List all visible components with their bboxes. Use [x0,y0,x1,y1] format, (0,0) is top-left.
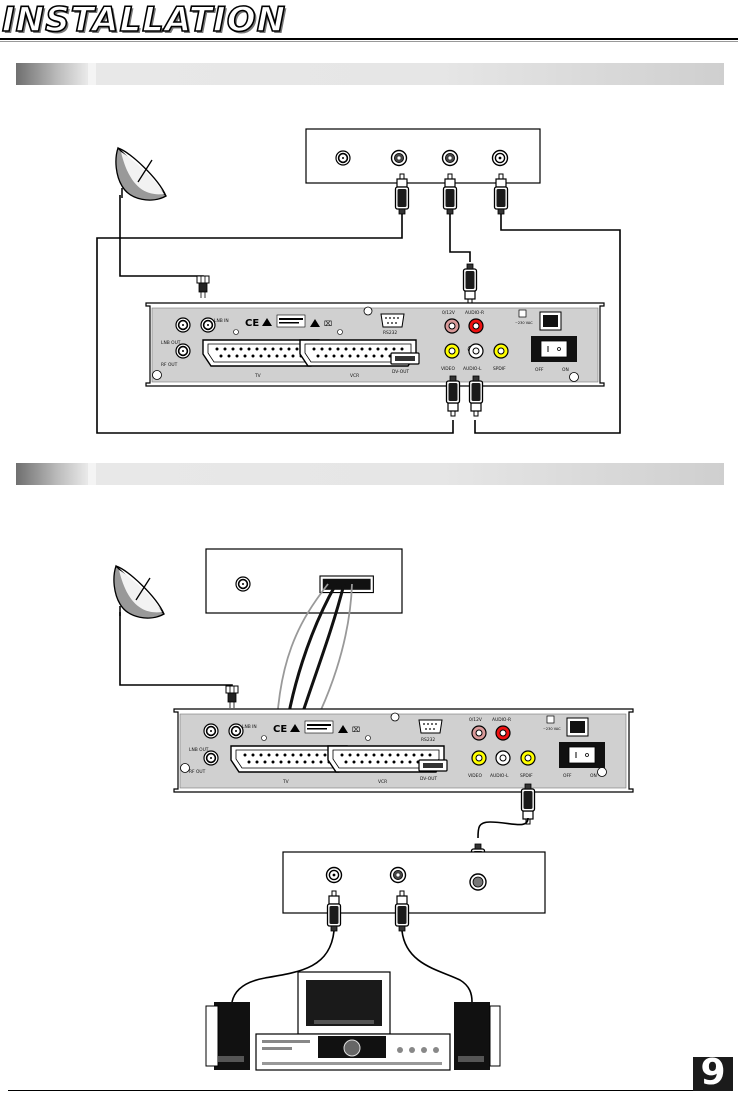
svg-text:~230 VAC: ~230 VAC [515,321,533,325]
lbl2-video: VIDEO [468,773,482,779]
lbl-o12v: 0/12V [442,310,455,316]
lbl2-o12v: 0/12V [469,717,482,723]
lbl-spdif: SPDIF [493,366,506,372]
lbl2-audio-r: AUDIO-R [492,717,511,723]
amp-audio-l-socket [327,868,342,883]
tv-audio-r-socket [493,151,508,166]
lbl-tv: TV [254,373,261,379]
lbl2-dv-out: DV-OUT [420,776,437,782]
receiver-rear-panel-1: LNB IN LNB OUT RF OUT CE ⌧ TV VCR RS232 … [146,303,604,386]
cables-2 [120,612,232,693]
svg-text:⌧: ⌧ [352,726,360,734]
lbl2-off: OFF [563,773,572,779]
lbl2-vcr: VCR [378,779,387,785]
lbl2-lnb-in: LNB IN [242,724,257,730]
hifi-system [206,972,500,1070]
svg-text:CE: CE [245,318,259,329]
rx-audio-plug-1 [470,376,483,416]
lbl2-rs232: RS232 [421,737,435,743]
lbl2-spdif: SPDIF [520,773,533,779]
lbl-vcr: VCR [350,373,359,379]
amp-plug-r [396,891,409,931]
tv-audio-l-plug [444,174,457,214]
tv2-rf-in-socket [236,577,250,591]
svg-text:CE: CE [273,724,287,735]
mid-plug-1 [464,264,477,304]
satellite-dish-1 [116,148,166,200]
svg-text:⌧: ⌧ [324,320,332,328]
lnb-connector-1 [197,276,209,298]
amp-plug-l [328,891,341,931]
lbl-rf-out: RF OUT [161,362,178,368]
receiver-rear-panel-2: LNB IN LNB OUT RF OUT CE ⌧ TV VCR RS232 … [174,709,633,792]
tv-video-socket [392,151,407,166]
lbl-audio-r: AUDIO-R [465,310,484,316]
lbl2-audio-l: AUDIO-L [490,773,509,779]
amplifier-panel [283,852,545,913]
svg-text:~230 VAC: ~230 VAC [543,727,561,731]
satellite-dish-2 [114,566,164,618]
tv-audio-r-plug [495,174,508,214]
lbl-lnb-out: LNB OUT [161,340,181,346]
page-number: 9 [693,1052,733,1094]
lbl-dv-out: DV-OUT [392,369,409,375]
rx-video-plug-1 [447,376,460,416]
lbl2-lnb-out: LNB OUT [189,747,209,753]
tv-video-plug [396,174,409,214]
lbl-lnb-in: LNB IN [214,318,229,324]
lbl-rs232: RS232 [383,330,397,336]
lbl-off: OFF [535,367,544,373]
lnb-connector-2 [226,686,238,708]
amp-audio-r-socket [391,868,406,883]
lbl-on: ON [562,367,569,373]
lbl2-tv: TV [282,779,289,785]
lbl2-rf-out: RF OUT [189,769,206,775]
footer-rule [8,1090,693,1091]
lbl2-on: ON [590,773,597,779]
tv-rf-in-socket [336,151,350,165]
tv-audio-l-socket [443,151,458,166]
lbl-video: VIDEO [441,366,455,372]
lbl-audio-l: AUDIO-L [463,366,482,372]
